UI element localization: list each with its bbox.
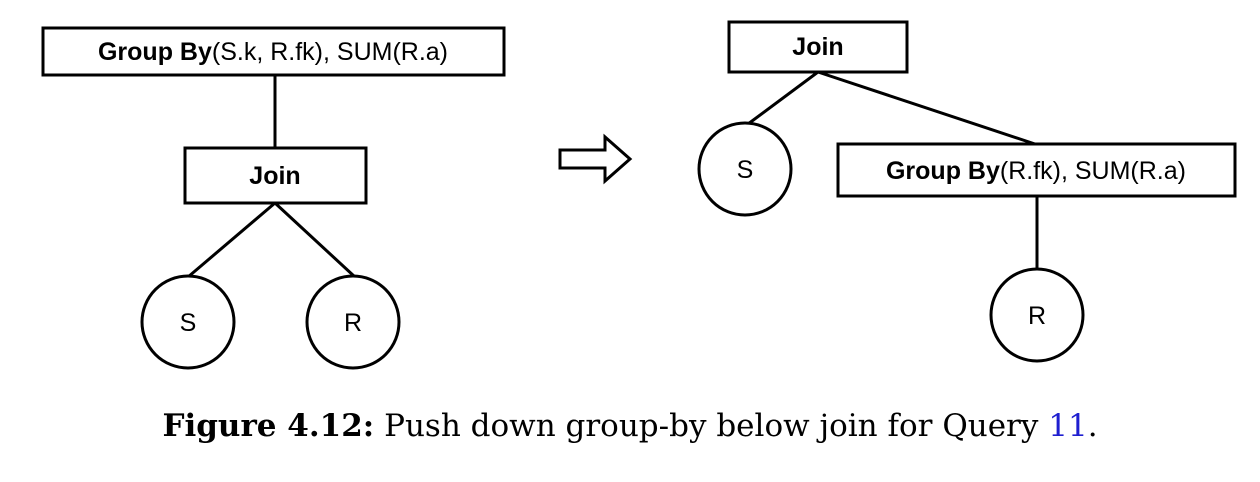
transform-arrow-icon — [558, 133, 633, 185]
left-groupby-rest: (S.k, R.fk), SUM(R.a) — [212, 38, 448, 66]
left-leaf-s-label: S — [180, 309, 197, 337]
left-groupby-node: Group By(S.k, R.fk), SUM(R.a) — [41, 26, 506, 77]
svg-text:Group By(R.fk), SUM(R.a): Group By(R.fk), SUM(R.a) — [886, 157, 1186, 185]
right-groupby-bold: Group By — [886, 157, 1000, 185]
caption-label: Figure 4.12: — [162, 408, 375, 444]
edge-join-groupby-right — [817, 70, 1036, 146]
figure-caption: Figure 4.12: Push down group-by below jo… — [0, 408, 1260, 444]
left-join-label: Join — [249, 162, 300, 190]
right-join-label: Join — [792, 33, 843, 61]
right-groupby-node: Group By(R.fk), SUM(R.a) — [836, 142, 1237, 198]
right-leaf-s: S — [697, 121, 793, 217]
caption-end: . — [1087, 408, 1098, 444]
left-leaf-r-label: R — [344, 309, 362, 337]
right-groupby-rest: (R.fk), SUM(R.a) — [1000, 157, 1186, 185]
right-leaf-r: R — [989, 267, 1085, 363]
edge-join-s-right — [747, 70, 819, 126]
left-groupby-bold: Group By — [98, 38, 212, 66]
left-join-node: Join — [183, 146, 368, 205]
caption-query-ref-link[interactable]: 11 — [1048, 408, 1088, 444]
right-leaf-s-label: S — [737, 156, 754, 184]
right-join-node: Join — [727, 20, 909, 74]
right-leaf-r-label: R — [1028, 302, 1046, 330]
caption-text: Push down group-by below join for Query — [374, 408, 1049, 444]
svg-text:Group By(S.k, R.fk), SUM(R.a): Group By(S.k, R.fk), SUM(R.a) — [98, 38, 448, 66]
edge-join-r — [273, 201, 357, 279]
left-leaf-r: R — [305, 274, 401, 370]
edge-join-s — [187, 201, 276, 279]
left-leaf-s: S — [140, 274, 236, 370]
